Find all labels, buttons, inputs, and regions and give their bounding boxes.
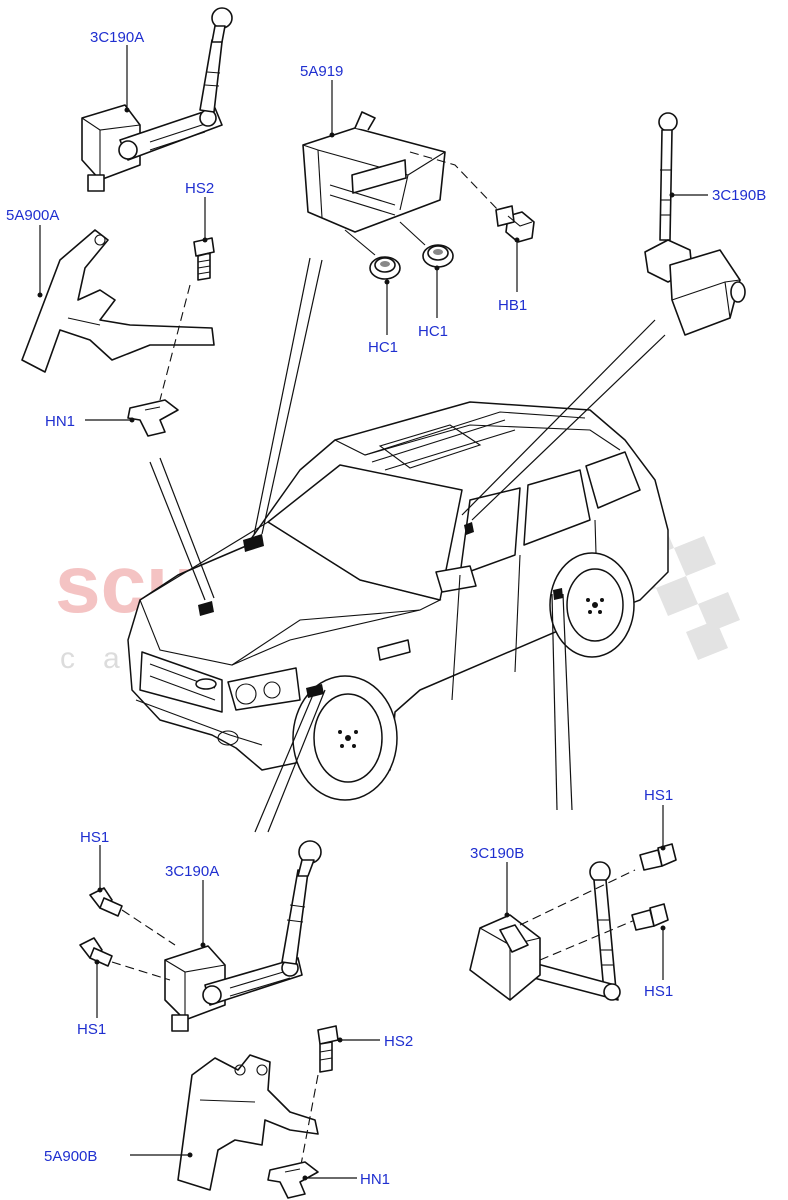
callout-nut-top: HN1 [45, 413, 75, 430]
callout-screw-br-upper: HS1 [644, 787, 673, 804]
screw-br-lower [631, 903, 669, 931]
callout-leaders [37, 45, 708, 1181]
callout-module: 5A919 [300, 63, 343, 80]
bracket-front-top [21, 229, 215, 373]
assembly-line [299, 1074, 319, 1171]
callout-labels: 3C190A 5A919 3C190B 5A900A HS2 HC1 HC1 H… [6, 29, 766, 1188]
assembly-line [111, 961, 171, 981]
nut-top [127, 399, 179, 437]
height-sensor-rear-bottom [469, 861, 621, 1001]
callout-bracket-front-bottom: 5A900B [44, 1148, 97, 1165]
nut-bottom [267, 1161, 319, 1199]
callout-bolt-module: HB1 [498, 297, 527, 314]
callout-grommet-left: HC1 [368, 339, 398, 356]
screw-bl-upper [89, 887, 123, 917]
assembly-line [121, 909, 176, 946]
screw-bl-lower [79, 937, 113, 967]
assembly-line [539, 919, 636, 961]
location-lines [149, 257, 666, 833]
assembly-line [344, 229, 376, 256]
assembly-line [159, 284, 191, 401]
callout-nut-bottom: HN1 [360, 1171, 390, 1188]
height-sensor-rear-top [644, 112, 746, 336]
bolt-module [495, 205, 535, 243]
bracket-front-bottom [177, 1054, 319, 1191]
callout-screw-br-lower: HS1 [644, 983, 673, 1000]
callout-screw-bl-upper: HS1 [80, 829, 109, 846]
control-module [302, 111, 446, 233]
height-sensor-front-top [81, 7, 233, 192]
callout-sensor-front-top: 3C190A [90, 29, 144, 46]
screw-top [193, 237, 215, 281]
callout-bracket-front-top: 5A900A [6, 207, 59, 224]
height-sensor-front-bottom [164, 840, 322, 1032]
grommet-left [369, 256, 401, 280]
callout-sensor-front-bottom: 3C190A [165, 863, 219, 880]
assembly-line [519, 869, 636, 926]
callout-screw-bottom: HS2 [384, 1033, 413, 1050]
screw-bottom [317, 1025, 339, 1073]
callout-screw-top: HS2 [185, 180, 214, 197]
callout-grommet-right: HC1 [418, 323, 448, 340]
vehicle-illustration [127, 401, 669, 801]
callout-sensor-rear-top: 3C190B [712, 187, 766, 204]
callout-screw-bl-lower: HS1 [77, 1021, 106, 1038]
callout-sensor-rear-bottom: 3C190B [470, 845, 524, 862]
grommet-right [422, 244, 454, 268]
screw-br-upper [639, 843, 677, 871]
assembly-line [409, 151, 501, 213]
assembly-line [399, 221, 426, 246]
